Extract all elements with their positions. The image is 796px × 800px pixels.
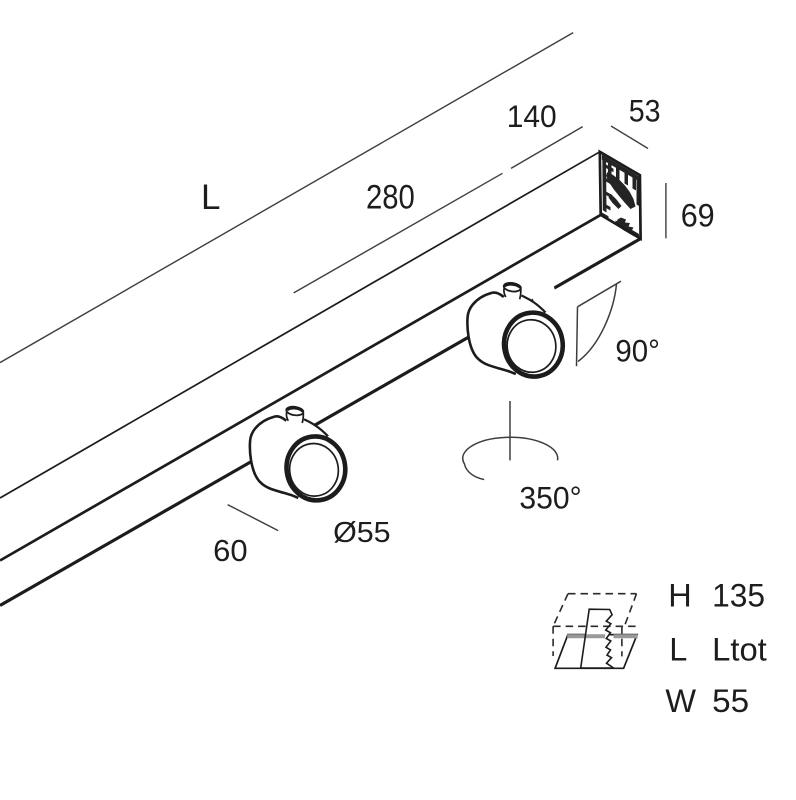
svg-text:135: 135 [712,578,765,614]
svg-text:L: L [669,631,687,667]
svg-text:H: H [668,578,691,614]
svg-text:60: 60 [213,533,247,568]
svg-text:69: 69 [681,198,715,234]
svg-text:L: L [201,178,220,217]
svg-text:W: W [665,683,696,719]
svg-text:90°: 90° [615,332,660,368]
svg-text:Ltot: Ltot [712,631,767,667]
svg-text:55: 55 [712,683,749,719]
svg-text:280: 280 [366,179,415,217]
svg-text:350°: 350° [519,480,581,516]
svg-text:53: 53 [629,92,661,128]
svg-text:Ø55: Ø55 [333,517,391,549]
svg-text:140: 140 [507,98,557,134]
